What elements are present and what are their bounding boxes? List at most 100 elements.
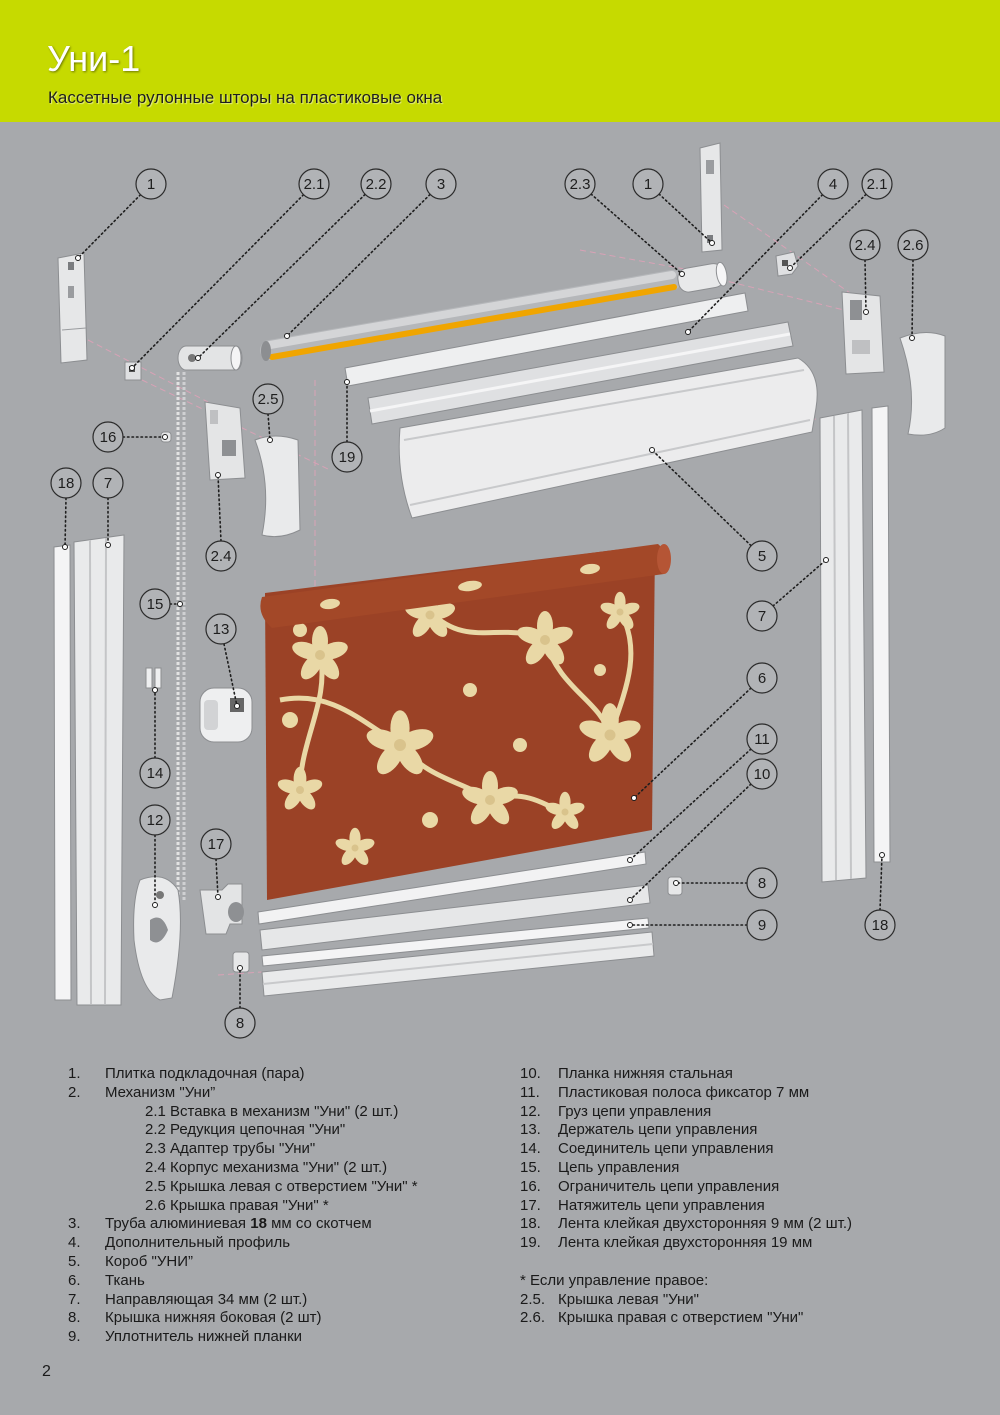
callout-5: 5 [746,540,778,572]
part-guide-left [73,534,125,1006]
callout-label: 19 [339,449,356,466]
list-item: 9. Уплотнитель нижней планки [68,1328,498,1347]
list-item: 3. Труба алюминиевая 18 мм со скотчем [68,1215,498,1234]
item-number: 18. [520,1215,541,1233]
part-plate-right [699,142,723,253]
item-text: Крышка левая "Уни" [558,1290,699,1308]
item-text: Натяжитель цепи управления [558,1196,765,1214]
callout-9: 9 [746,909,778,941]
part-fixing-strip [257,851,647,925]
page-subtitle: Кассетные рулонные шторы на пластиковые … [48,88,443,107]
item-number: 3. [68,1215,81,1233]
list-subitem: 2.4 Корпус механизма "Уни" (2 шт.) [145,1158,388,1176]
part-chain-holder [199,687,253,743]
item-text: Уплотнитель нижней планки [105,1328,303,1346]
callout-label: 3 [437,176,445,193]
item-text: Труба алюминиевая 18 мм со скотчем [105,1215,372,1234]
item-number: 17. [520,1196,541,1214]
callout-label: 16 [100,429,117,446]
part-tape-19mm [367,321,794,425]
list-item: 1. Плитка подкладочная (пара) [68,1065,498,1084]
part-cap-left [254,435,301,538]
callout-label: 1 [644,176,652,193]
parts-list-right: 10.Планка нижняя стальная 11.Пластиковая… [520,1065,960,1328]
part-mechanism-housing-left [204,401,246,481]
item-number: 16. [520,1177,541,1195]
callout-label: 2.4 [855,237,876,254]
note-item: 2.5.Крышка левая "Уни" [520,1291,960,1310]
item-number: 8. [68,1309,81,1327]
item-text-bold: 18 [250,1215,267,1233]
item-number: 12. [520,1102,541,1120]
item-text: Направляющая 34 мм (2 шт.) [105,1290,308,1308]
list-subitem: 2.5 Крышка левая с отверстием "Уни" * [145,1177,418,1195]
part-chain-reduction [177,345,243,371]
list-item: 5.Короб "УНИ” [68,1253,498,1272]
item-number: 2.6. [520,1309,546,1327]
callout-16: 16 [92,421,124,453]
callout-7-left: 7 [92,467,124,499]
callout-13: 13 [205,613,237,645]
part-mechanism-housing-right [841,291,885,375]
callout-8-left: 8 [224,1007,256,1039]
part-chain-weight [133,876,181,1001]
callout-label: 18 [58,475,75,492]
callout-19: 19 [331,441,363,473]
item-number: 14. [520,1140,541,1158]
part-fabric [260,544,671,900]
item-number: 19. [520,1234,541,1252]
callout-label: 2.5 [258,391,279,408]
callout-label: 4 [829,176,837,193]
list-subitem: 2.3 Адаптер трубы "Уни" [145,1140,316,1158]
callout-2-1-right: 2.1 [861,168,893,200]
item-number: 1. [68,1065,81,1082]
callout-2-4-right: 2.4 [849,229,881,261]
part-bottom-cap-right [667,876,683,896]
item-text: Дополнительный профиль [105,1234,291,1252]
list-item: 8.Крышка нижняя боковая (2 шт) [68,1309,498,1328]
item-text: Пластиковая полоса фиксатор 7 мм [558,1083,810,1101]
part-aluminium-tube [260,270,682,361]
item-number: 6. [68,1271,81,1289]
part-chain-connector [145,667,162,689]
item-number: 9. [68,1328,81,1346]
callout-4: 4 [817,168,849,200]
callout-2-1-left: 2.1 [298,168,330,200]
list-item: 4.Дополнительный профиль [68,1234,498,1253]
item-text: Лента клейкая двухсторонняя 19 мм [558,1234,813,1252]
list-item: 14. Соединитель цепи управления [520,1140,960,1159]
part-bottom-bar [259,884,651,951]
callout-label: 2.2 [366,176,387,193]
list-item: 7.Направляющая 34 мм (2 шт.) [68,1291,498,1310]
callout-2-4-left: 2.4 [205,540,237,572]
item-number: 13. [520,1121,541,1139]
parts-list-left: 1.Плитка подкладочная (пара) 2.Механизм … [68,1065,498,1347]
list-item: 19. Лента клейкая двухсторонняя 19 мм [520,1234,960,1253]
callout-6: 6 [746,662,778,694]
item-text: Держатель цепи управления [558,1121,758,1139]
callout-label: 11 [754,731,770,748]
item-text: Планка нижняя стальная [558,1065,733,1082]
exploded-diagram: 1 2.1 2.2 3 2.3 1 4 2.1 2.4 2.6 2.5 16 1… [50,142,946,1039]
item-text: Плитка подкладочная (пара) [105,1065,305,1082]
callout-label: 12 [147,812,164,829]
part-insert-left [124,361,142,381]
page-number: 2 [42,1363,51,1380]
leader-lines [62,193,915,1009]
fabric-floral-pattern [275,588,644,868]
part-chain-tensioner [199,883,244,935]
item-text: Цепь управления [558,1158,680,1176]
page-title: Уни-1 [47,38,141,79]
callout-label: 14 [147,765,164,782]
item-text: Соединитель цепи управления [558,1140,774,1158]
part-tube-adapter [677,261,728,293]
callout-label: 2.4 [211,548,232,565]
item-text-pre: Труба алюминиевая [105,1215,251,1233]
callout-label: 5 [758,548,766,565]
list-subitem: 2.2 Редукция цепочная "Уни" [145,1121,346,1139]
list-item: 13. Держатель цепи управления [520,1121,960,1140]
callout-label: 8 [758,875,766,892]
callout-label: 15 [147,596,164,613]
list-spacer [520,1253,960,1272]
part-bottom-seal [261,917,650,967]
